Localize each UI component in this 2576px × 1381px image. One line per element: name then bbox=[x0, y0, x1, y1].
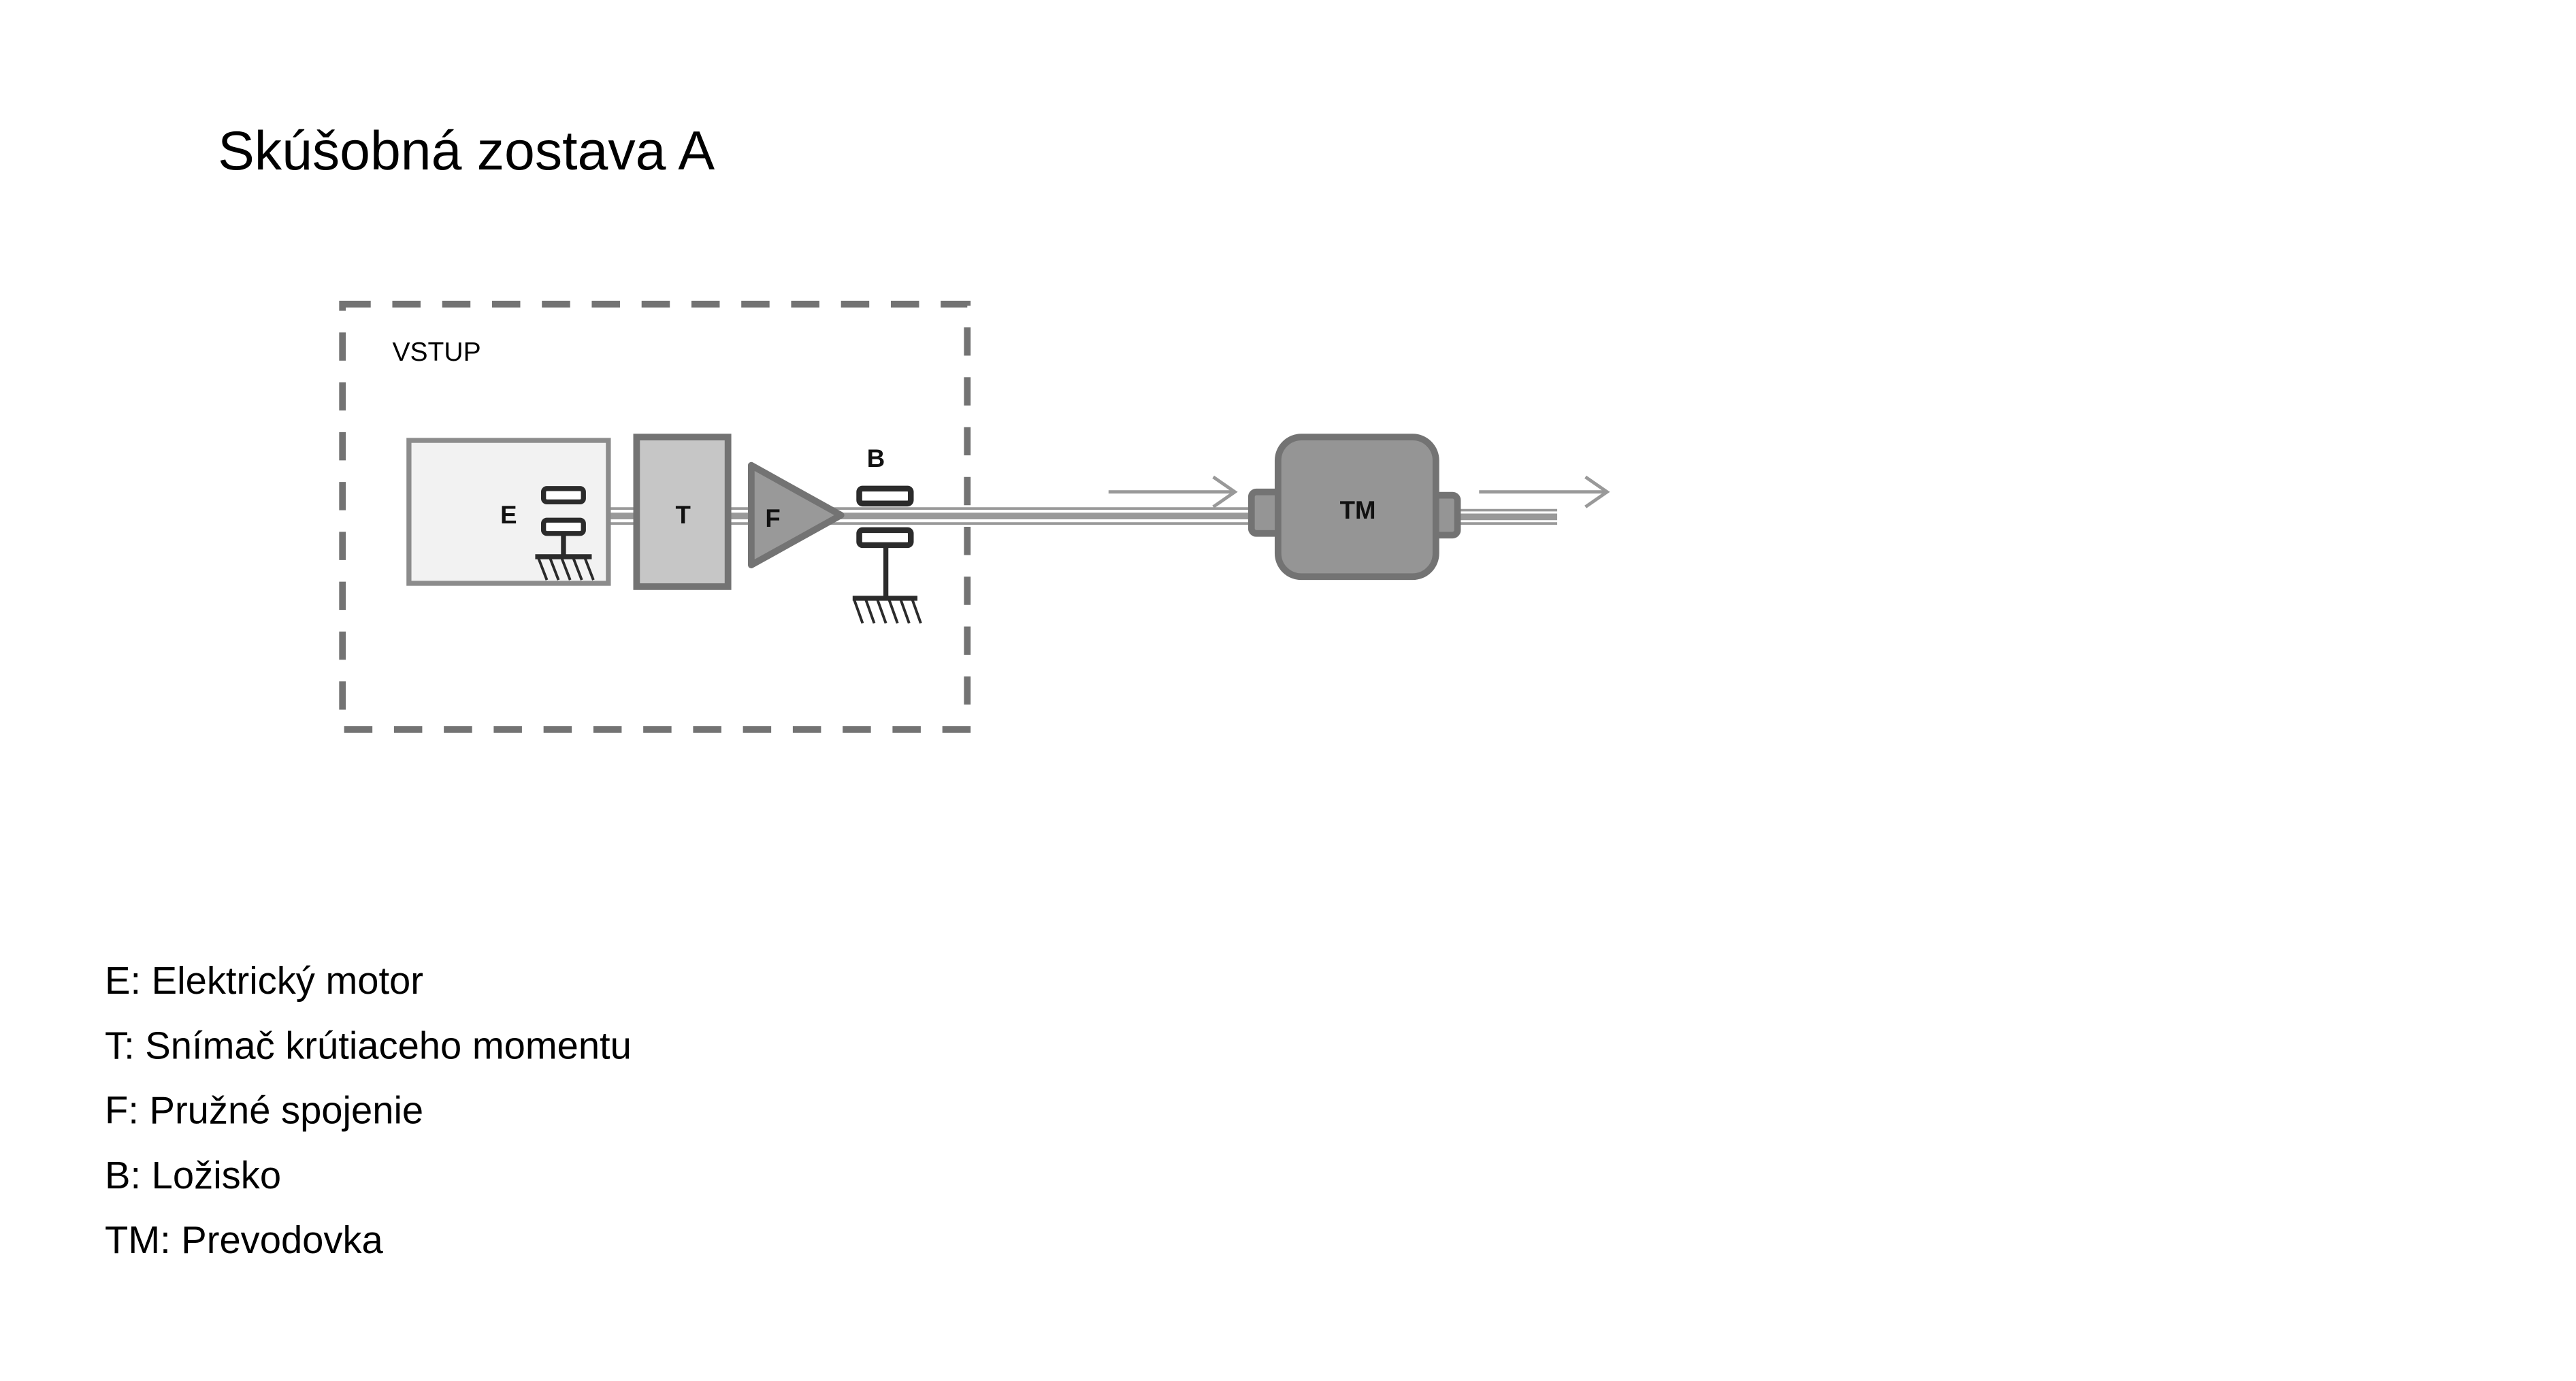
arrow-right-icon bbox=[1108, 475, 1238, 508]
motor-label: E bbox=[500, 501, 517, 529]
torque-sensor-label: T bbox=[676, 501, 691, 529]
legend-item: B: Ložisko bbox=[105, 1154, 281, 1197]
input-group-box bbox=[339, 300, 971, 733]
legend-item: E: Elektrický motor bbox=[105, 959, 423, 1002]
legend-item: F: Pružné spojenie bbox=[105, 1089, 423, 1132]
legend-item: T: Snímač krútiaceho momentu bbox=[105, 1024, 632, 1067]
bearing-icon bbox=[852, 485, 922, 624]
flexible-coupling bbox=[747, 461, 845, 569]
input-group-label: VSTUP bbox=[392, 338, 480, 367]
bearing-label: B bbox=[867, 444, 885, 472]
page-title: Skúšobná zostava A bbox=[218, 120, 715, 182]
arrow-right-icon bbox=[1479, 475, 1610, 508]
gearbox-label: TM bbox=[1340, 496, 1376, 524]
motor-bearing-icon bbox=[535, 486, 595, 581]
legend: E: Elektrický motor T: Snímač krútiaceho… bbox=[105, 959, 632, 1261]
gearbox bbox=[1248, 434, 1461, 581]
coupling-label: F bbox=[765, 504, 780, 532]
torque-sensor bbox=[633, 434, 732, 590]
legend-item: TM: Prevodovka bbox=[105, 1218, 383, 1261]
